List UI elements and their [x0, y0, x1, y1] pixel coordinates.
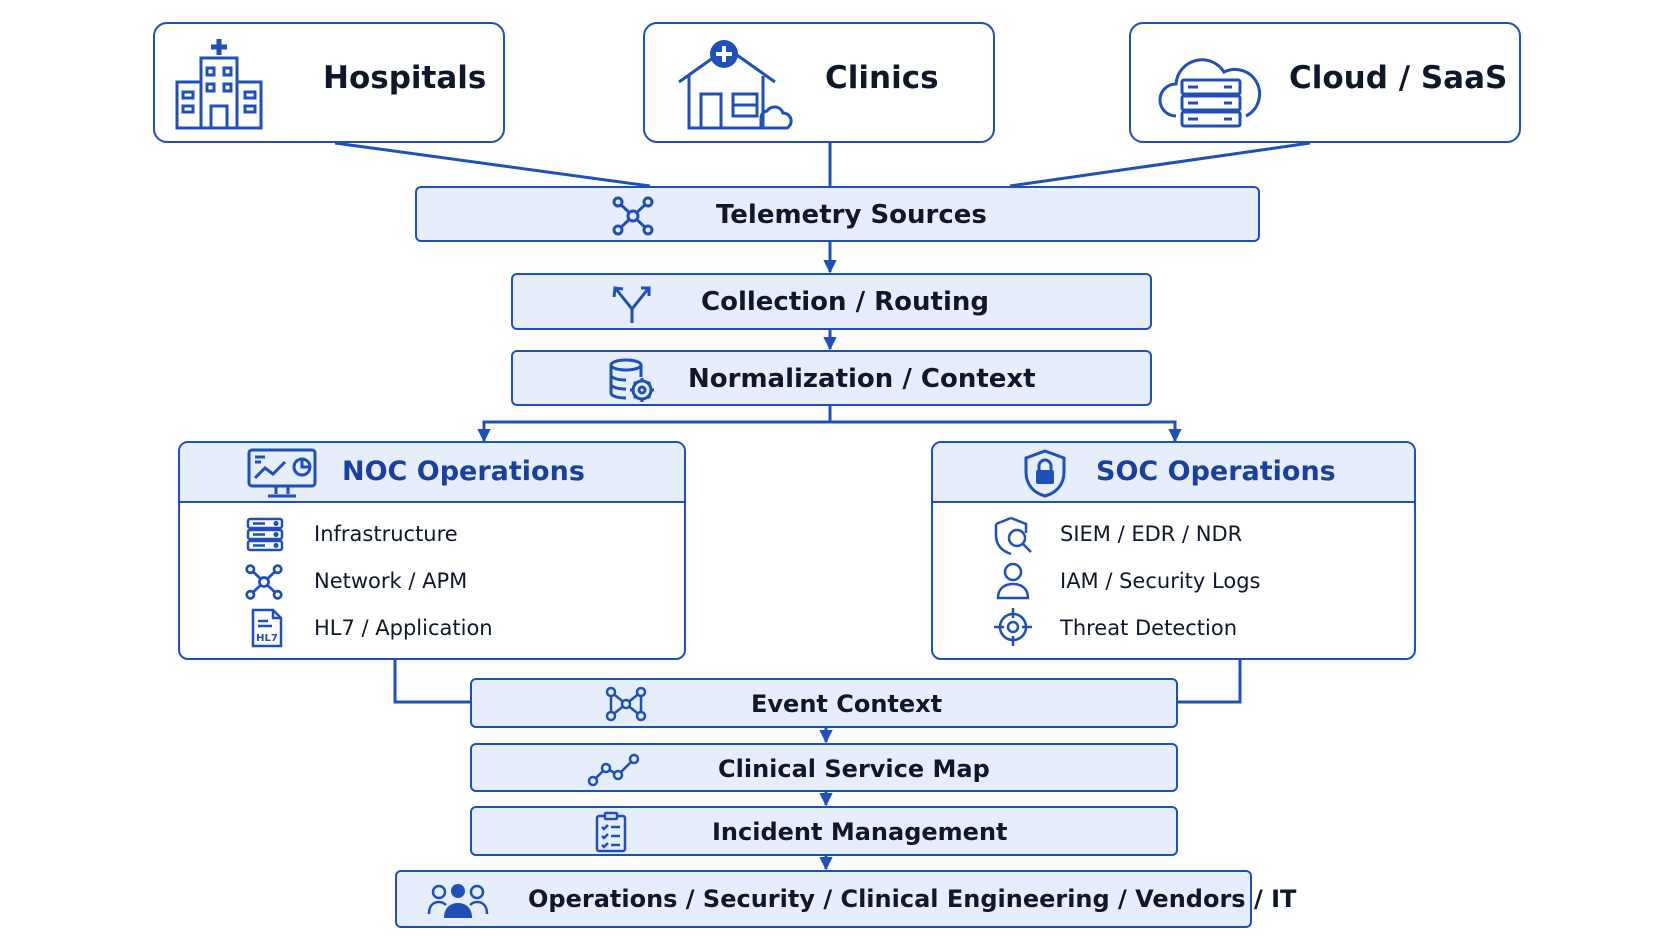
event-context-bar: Event Context — [470, 678, 1178, 728]
soc-header: SOC Operations — [933, 443, 1414, 503]
trend-graph-icon — [587, 753, 640, 787]
source-hospitals: Hospitals — [153, 22, 505, 143]
source-label: Hospitals — [323, 60, 487, 96]
monitor-dashboard-icon — [246, 447, 318, 499]
connector-noc-event — [393, 660, 470, 704]
source-cloud-saas: Cloud / SaaS — [1129, 22, 1521, 143]
event-context-label: Event Context — [751, 690, 943, 718]
cloud-server-icon — [1158, 36, 1264, 132]
network-nodes-icon — [611, 196, 655, 236]
source-clinics: Clinics — [643, 22, 995, 143]
soc-operations-panel: SOC Operations SIEM / EDR / NDR IAM / Se… — [931, 441, 1416, 660]
hospital-icon — [174, 36, 264, 130]
collection-routing-bar: Collection / Routing — [511, 273, 1152, 330]
svg-text:HL7: HL7 — [256, 633, 278, 644]
shield-search-icon — [993, 515, 1035, 557]
noc-header: NOC Operations — [180, 443, 684, 503]
connector-soc-event — [1178, 660, 1242, 704]
database-gear-icon — [608, 358, 656, 402]
noc-item-label: Infrastructure — [314, 522, 458, 546]
normalization-label: Normalization / Context — [688, 364, 1036, 394]
normalization-context-bar: Normalization / Context — [511, 350, 1152, 406]
noc-item-label: HL7 / Application — [314, 616, 493, 640]
noc-item-label: Network / APM — [314, 569, 468, 593]
clinical-service-map-bar: Clinical Service Map — [470, 743, 1178, 792]
connector-cloud — [1009, 141, 1311, 188]
soc-item-label: Threat Detection — [1060, 616, 1238, 640]
crosshair-icon — [993, 607, 1033, 647]
soc-title: SOC Operations — [1096, 456, 1336, 487]
arrow-to-soc — [830, 420, 1182, 443]
team-icon — [427, 880, 489, 920]
noc-operations-panel: NOC Operations Infrastructure Network / … — [178, 441, 686, 660]
arrow-to-noc — [477, 420, 830, 443]
fork-arrows-icon — [610, 283, 654, 325]
source-label: Cloud / SaaS — [1289, 60, 1508, 96]
soc-item-label: SIEM / EDR / NDR — [1060, 522, 1243, 546]
user-icon — [995, 561, 1031, 601]
soc-item-label: IAM / Security Logs — [1060, 569, 1261, 593]
collection-label: Collection / Routing — [701, 287, 989, 317]
network-nodes-icon — [244, 563, 284, 601]
incident-label: Incident Management — [712, 818, 1008, 846]
shield-lock-icon — [1022, 448, 1068, 498]
noc-title: NOC Operations — [342, 456, 585, 487]
clipboard-checklist-icon — [594, 811, 628, 853]
incident-management-bar: Incident Management — [470, 806, 1178, 856]
clinic-icon — [675, 36, 795, 132]
service-map-label: Clinical Service Map — [718, 755, 990, 783]
connected-nodes-icon — [605, 686, 647, 722]
stakeholder-teams-bar: Operations / Security / Clinical Enginee… — [395, 870, 1296, 928]
server-rack-icon — [246, 517, 284, 553]
connector-hospitals — [334, 141, 651, 188]
telemetry-label: Telemetry Sources — [716, 200, 987, 230]
source-label: Clinics — [825, 60, 939, 96]
telemetry-sources-bar: Telemetry Sources — [415, 186, 1260, 242]
teams-label: Operations / Security / Clinical Enginee… — [528, 885, 1297, 913]
hl7-document-icon: HL7 — [250, 607, 284, 649]
